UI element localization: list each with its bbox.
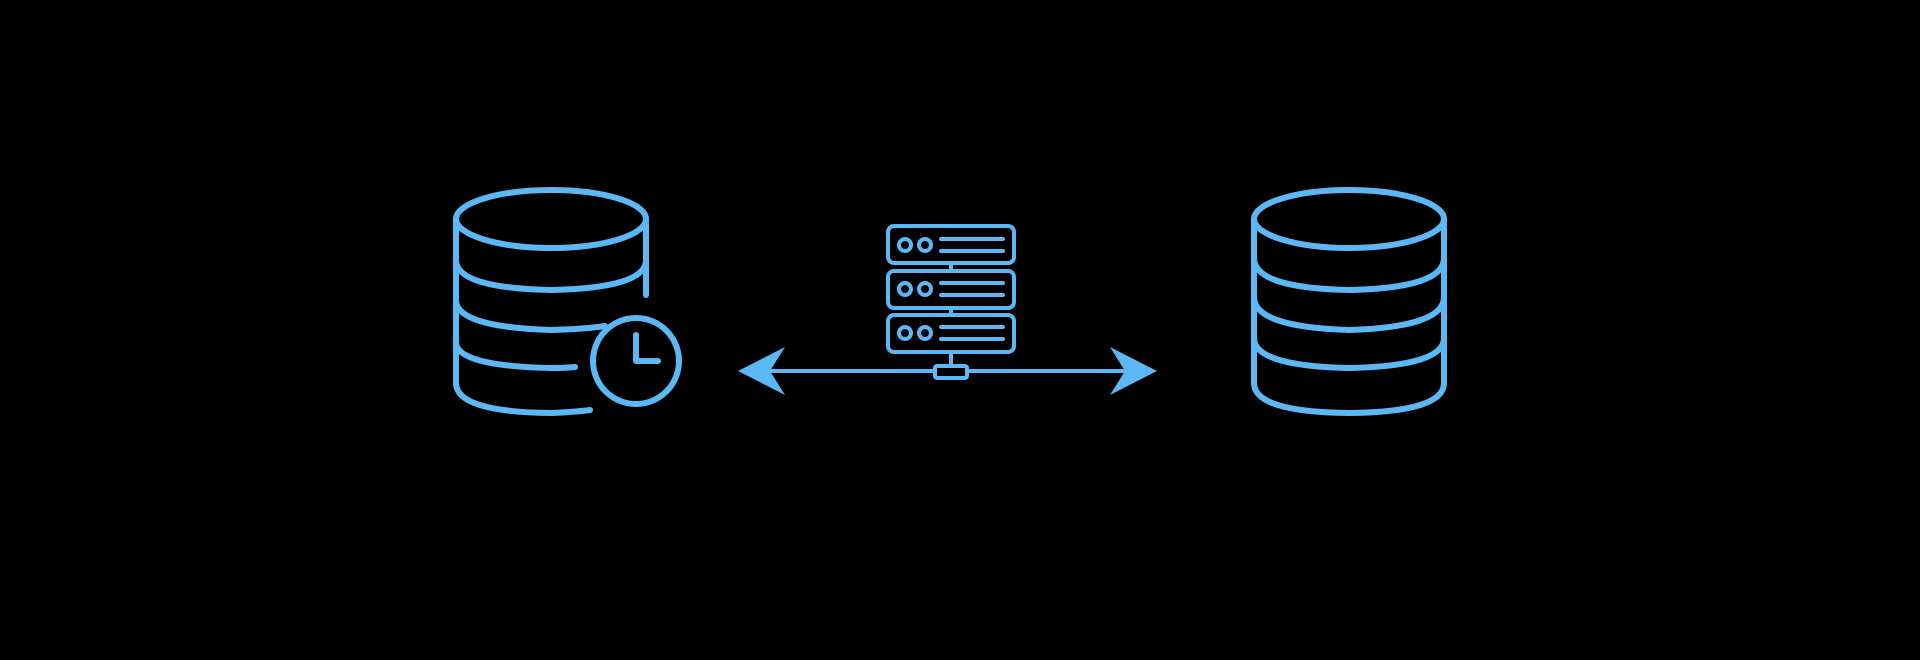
database-icon [1251,187,1447,416]
server-rack-network-icon [886,224,1016,380]
double-headed-arrow-icon [738,347,1157,395]
database-clock-icon [453,187,682,416]
